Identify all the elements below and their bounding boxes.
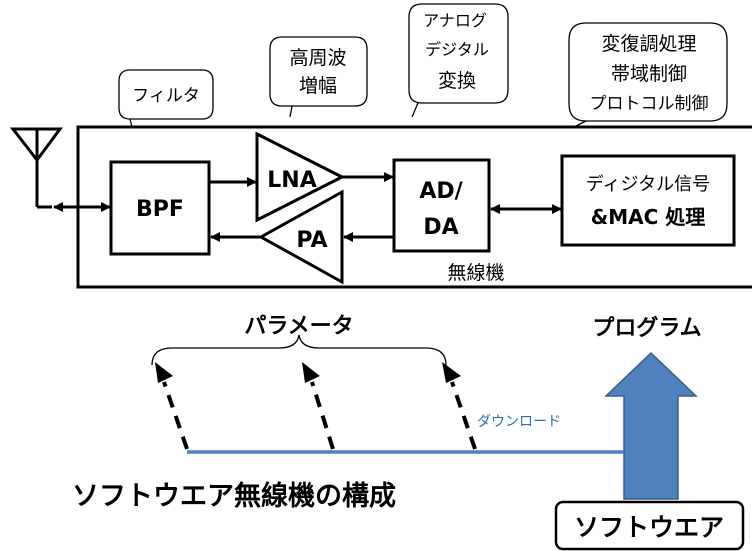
callout-rf-amp-line2: 増幅 bbox=[299, 75, 337, 97]
lna-label: LNA bbox=[267, 168, 316, 193]
callout-filter-text: フィルタ bbox=[132, 86, 200, 106]
callout-mod-line2: 帯域制御 bbox=[611, 63, 687, 85]
callout-adc-line1: アナログ bbox=[423, 11, 487, 30]
download-label: ダウンロード bbox=[477, 414, 561, 430]
pa-label: PA bbox=[296, 228, 327, 253]
callout-modulation: 変復調処理 帯域制御 プロトコル制御 bbox=[568, 22, 728, 129]
parameter-brace bbox=[151, 334, 447, 366]
adda-label-line2: DA bbox=[423, 215, 458, 240]
dsp-mac-block: ディジタル信号 &MAC 処理 bbox=[560, 154, 736, 247]
caption: ソフトウエア無線機の構成 bbox=[72, 480, 396, 512]
callout-adc-line3: 変換 bbox=[438, 70, 476, 92]
callout-rf-amp: 高周波 増幅 bbox=[269, 36, 368, 118]
parameter-label: パラメータ bbox=[244, 314, 353, 339]
parameter-arrow-2 bbox=[310, 381, 335, 450]
callout-rf-amp-line1: 高周波 bbox=[289, 47, 346, 69]
bpf-block: BPF bbox=[109, 160, 211, 256]
bpf-label: BPF bbox=[136, 197, 184, 222]
software-label: ソフトウエア bbox=[574, 513, 724, 542]
callout-adc-line2: デジタル bbox=[425, 40, 489, 59]
program-label: プログラム bbox=[592, 315, 701, 341]
program-download-arrow-icon bbox=[604, 351, 698, 500]
antenna-icon bbox=[9, 127, 63, 209]
dsp-label-line1: ディジタル信号 bbox=[586, 174, 710, 195]
parameter-arrows bbox=[155, 362, 477, 450]
software-box: ソフトウエア bbox=[554, 500, 745, 551]
radio-label: 無線機 bbox=[447, 262, 504, 284]
dsp-label-line2: &MAC 処理 bbox=[591, 205, 705, 229]
adda-block: AD/ DA bbox=[392, 158, 491, 253]
lna-amplifier: LNA bbox=[255, 131, 346, 223]
parameter-arrow-1 bbox=[162, 381, 189, 450]
callout-mod-line3: プロトコル制御 bbox=[590, 94, 709, 114]
pa-amplifier: PA bbox=[257, 189, 344, 285]
callout-filter: フィルタ bbox=[118, 69, 214, 128]
adda-label-line1: AD/ bbox=[419, 179, 463, 204]
parameter-arrow-3 bbox=[450, 381, 477, 450]
callout-mod-line1: 変復調処理 bbox=[601, 33, 696, 55]
callout-adc: アナログ デジタル 変換 bbox=[408, 3, 509, 118]
